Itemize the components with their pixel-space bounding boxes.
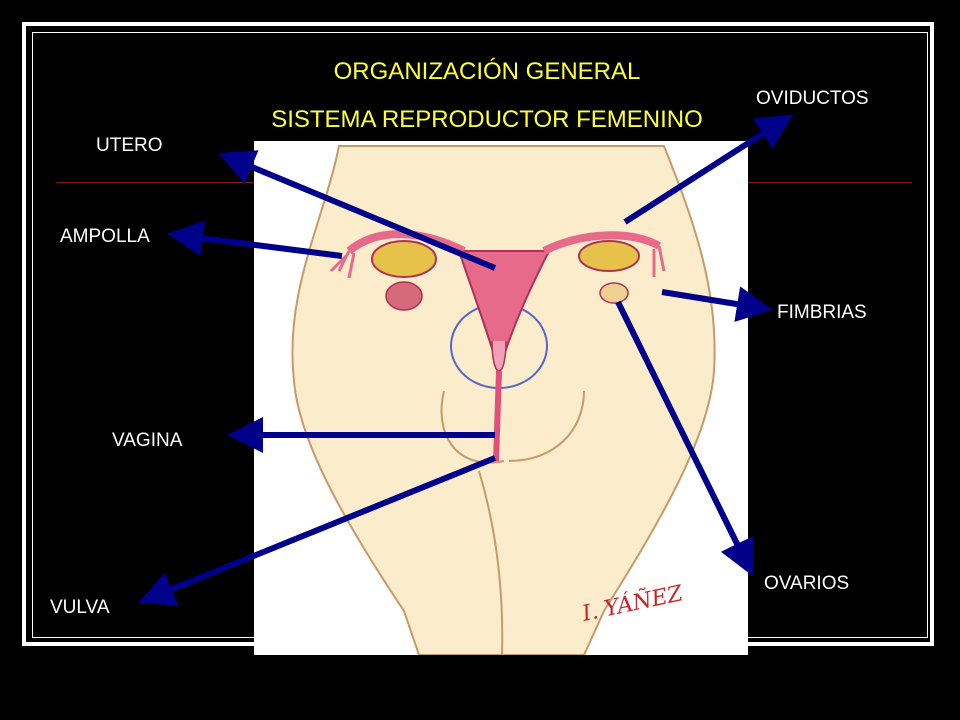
thigh-contour-right (508, 390, 585, 462)
arrow-fimbrias (661, 286, 773, 322)
arrow-vulva (138, 455, 497, 606)
anatomy-drawing: I. YÁÑEZ (291, 145, 716, 656)
oviduct-left (346, 230, 466, 255)
label-ampolla: AMPOLLA (60, 226, 150, 247)
label-utero: UTERO (96, 135, 163, 156)
label-vagina: VAGINA (112, 430, 183, 451)
arrow-ovarios (615, 300, 754, 577)
label-oviductos: OVIDUCTOS (756, 88, 869, 109)
ampulla-right (578, 240, 640, 272)
label-ovarios: OVARIOS (764, 573, 850, 594)
fimbriae-left (329, 250, 356, 279)
arrow-utero (218, 150, 497, 271)
ampulla-left (371, 240, 437, 278)
arrow-oviductos (623, 114, 794, 225)
vaginal-canal (493, 370, 502, 462)
fimbriae-right (652, 245, 666, 277)
arrow-ampolla (167, 220, 343, 259)
oviduct-right (542, 231, 662, 255)
ovary-right-lower (599, 282, 629, 304)
label-fimbrias: FIMBRIAS (777, 302, 867, 323)
title-line-1: ORGANIZACIÓN GENERAL (333, 58, 641, 85)
anatomy-illustration: I. YÁÑEZ (254, 141, 748, 656)
label-vulva: VULVA (50, 597, 110, 618)
leg-gap (478, 470, 504, 656)
title-line-2: SISTEMA REPRODUCTOR FEMENINO (271, 106, 703, 133)
ovary-left-lower (385, 281, 423, 311)
